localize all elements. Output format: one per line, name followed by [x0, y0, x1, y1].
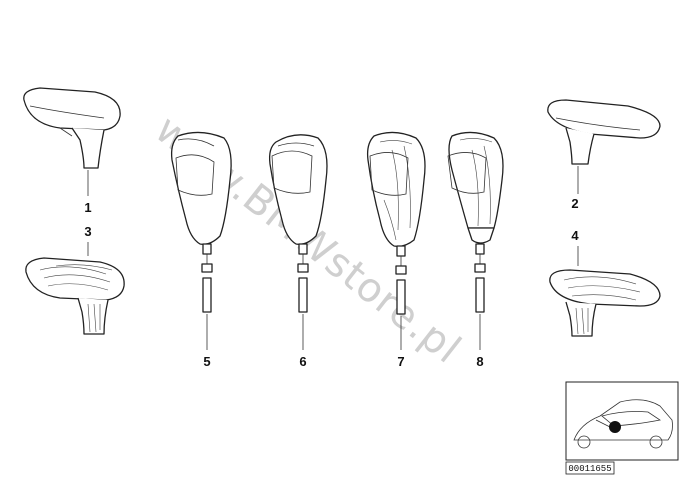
callout-3: 3	[84, 224, 91, 239]
callout-8: 8	[476, 354, 483, 369]
part-3-knob-cover-icon	[25, 257, 125, 335]
part-2-knob-cover-icon	[547, 99, 661, 165]
callout-1: 1	[84, 200, 91, 215]
callout-5: 5	[203, 354, 210, 369]
part-7-gear-knob-icon	[366, 131, 426, 315]
callout-6: 6	[299, 354, 306, 369]
car-location-icon	[565, 381, 679, 461]
callout-2: 2	[571, 196, 578, 211]
callout-7: 7	[397, 354, 404, 369]
reference-number-box	[565, 461, 615, 475]
part-8-gear-knob-icon	[447, 131, 504, 313]
part-1-knob-cover-icon	[23, 87, 121, 169]
part-6-gear-knob-icon	[268, 134, 328, 313]
part-4-knob-cover-icon	[549, 269, 661, 337]
callout-4: 4	[571, 228, 579, 243]
reference-number: 00011655	[568, 464, 611, 474]
part-5-gear-knob-icon	[170, 131, 232, 313]
